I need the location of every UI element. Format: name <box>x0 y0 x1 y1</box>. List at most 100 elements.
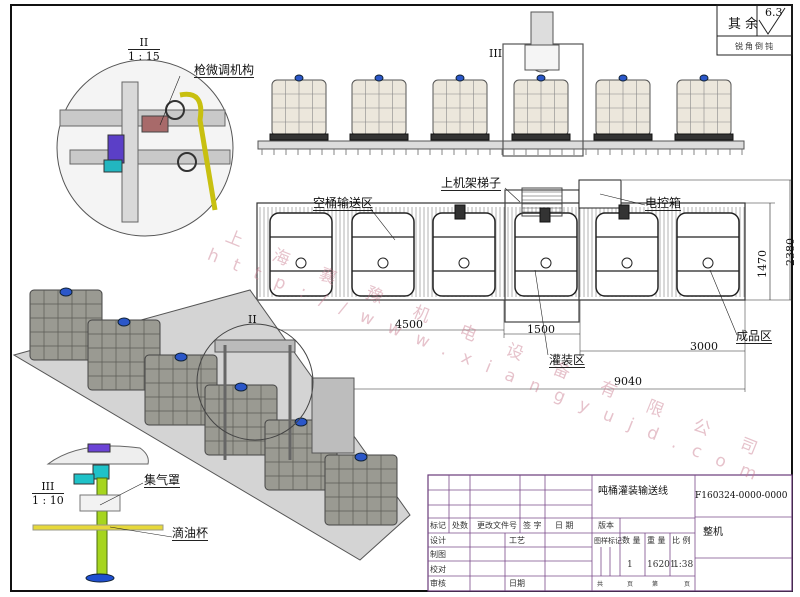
leader-line <box>709 269 738 336</box>
tank-opening <box>702 257 714 269</box>
header-count: 处数 <box>452 521 468 530</box>
dim-filling-length: 1500 <box>527 323 555 336</box>
tank-cap <box>174 352 188 362</box>
callout-ladder: 上机架梯子 <box>441 176 502 191</box>
header-mark: 标记 <box>430 521 446 530</box>
roughness-box <box>716 4 793 56</box>
leader-line <box>109 526 173 538</box>
tank-pallet <box>349 133 409 141</box>
detail-iii-name: III <box>32 480 64 494</box>
detail-ii-ref-circle <box>196 323 314 441</box>
lance-nozzle <box>85 573 115 583</box>
section-mark-ii: II <box>248 313 257 326</box>
sheet-total-prefix: 共 <box>597 581 604 588</box>
ibc-tank-plan <box>676 212 740 297</box>
tank-cap <box>536 74 546 82</box>
header-date: 日 期 <box>555 521 574 530</box>
elbow-fitting <box>92 464 110 480</box>
tank-opening <box>377 257 389 269</box>
leader-line <box>504 187 521 203</box>
weight-value: 16201. <box>647 560 679 570</box>
tank-opening <box>458 257 470 269</box>
ibc-tank-plan <box>514 212 578 297</box>
motor <box>618 204 630 220</box>
ibc-tank-plan <box>432 212 496 297</box>
motor <box>539 207 551 223</box>
yellow-ladder <box>179 91 218 211</box>
gas-hood-top <box>46 445 149 465</box>
conveyor-plan <box>256 202 746 301</box>
ibc-tank-iso <box>324 454 398 526</box>
sheet-no-suffix: 页 <box>684 581 691 588</box>
side-port <box>73 473 95 485</box>
drawing-title: 吨桶灌装输送线 <box>598 486 668 497</box>
detail-ii-circle <box>56 59 234 237</box>
control-cabinet-iso <box>311 377 355 454</box>
tank-cap <box>294 74 304 82</box>
roughness-note: 锐角倒钝 <box>735 42 775 51</box>
column-weight: 重 量 <box>647 536 666 545</box>
dim-width-total: 2380 <box>784 238 797 266</box>
support-bar <box>32 524 164 531</box>
tank-opening <box>621 257 633 269</box>
detail-ii-label: II 1 : 15 <box>128 36 160 63</box>
drawing-number: F160324-0000-0000 <box>695 491 788 501</box>
callout-finished-zone: 成品区 <box>736 329 773 344</box>
tank-cap <box>354 452 368 462</box>
column-sheet-mark: 图样标记 <box>594 537 622 545</box>
detail-ii-scale: 1 : 15 <box>128 50 160 63</box>
gantry-plan <box>504 189 580 323</box>
tank-cap <box>374 74 384 82</box>
drawing-border <box>10 4 793 592</box>
tank-cap <box>234 382 248 392</box>
callout-control-box: 电控箱 <box>645 196 682 211</box>
roughness-label: 其 余 <box>728 17 759 32</box>
gantry-top <box>524 44 560 71</box>
roughness-symbol <box>758 7 786 35</box>
detail-iii-label: III 1 : 10 <box>32 480 64 507</box>
tank-opening <box>540 257 552 269</box>
gun-body <box>107 134 125 164</box>
tank-cap <box>699 74 709 82</box>
leader-line <box>599 193 646 206</box>
header-change-doc: 更改文件号 <box>477 521 517 530</box>
leader-line <box>159 75 181 126</box>
tank-cap <box>618 74 628 82</box>
detail-iii-scale: 1 : 10 <box>32 494 64 507</box>
adjust-plate <box>141 115 169 133</box>
role-checking: 校对 <box>430 565 446 574</box>
filling-head <box>530 11 554 49</box>
handwheel <box>177 152 197 172</box>
callout-empty-zone: 空桶输送区 <box>313 196 374 211</box>
gun-valve <box>103 159 123 173</box>
section-mark-iii: III <box>489 47 503 60</box>
callout-gun-adjust: 枪微调机构 <box>194 63 255 78</box>
leader-line <box>99 482 144 506</box>
quantity-value: 1 <box>627 560 633 570</box>
hood-cap <box>87 443 111 453</box>
dim-finished-length: 3000 <box>690 340 718 353</box>
sheet-total-suffix: 页 <box>627 581 634 588</box>
tank-pallet <box>269 133 329 141</box>
gantry-iso <box>214 339 296 353</box>
gas-hood-body <box>79 494 121 512</box>
role-design: 设计 <box>430 536 446 545</box>
roughness-value: 6.3 <box>765 6 783 19</box>
tank-pallet <box>511 133 571 141</box>
role-review: 审核 <box>430 579 446 588</box>
process-label: 工艺 <box>509 536 525 545</box>
motor <box>454 204 466 220</box>
leader-line <box>534 269 549 356</box>
column-quantity: 数 量 <box>622 536 641 545</box>
callout-drip-cup: 滴油杯 <box>172 526 209 541</box>
tank-cap <box>455 74 465 82</box>
tank-cap <box>117 317 131 327</box>
tank-cap <box>59 287 73 297</box>
header-signature: 签 字 <box>523 521 542 530</box>
ibc-tank-plan <box>269 212 333 297</box>
dim-total-length: 9040 <box>614 375 642 388</box>
callout-filling-zone: 灌装区 <box>549 353 586 368</box>
date-label: 日期 <box>509 579 525 588</box>
